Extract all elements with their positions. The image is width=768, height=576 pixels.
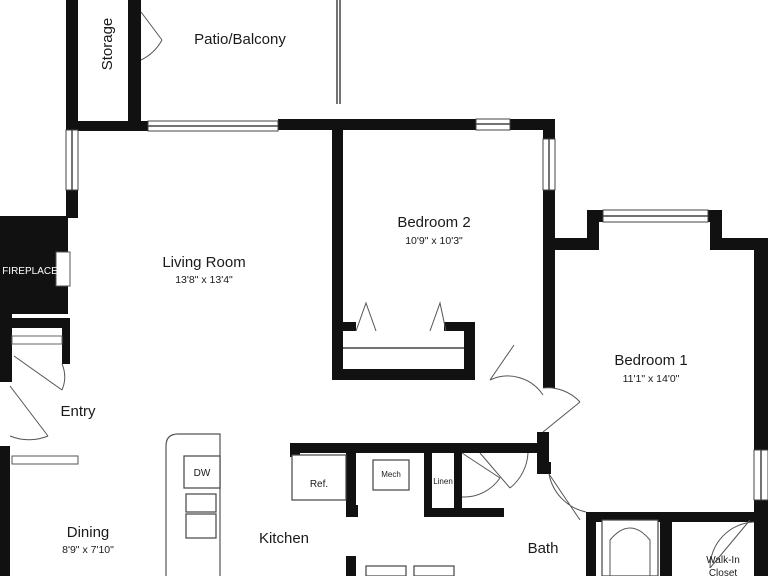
living-room-dims: 13'8" x 13'4" xyxy=(175,274,233,286)
wall-bath-right xyxy=(586,512,596,576)
walkin-label-line2: Closet xyxy=(709,568,738,576)
wall-left-entry-top xyxy=(0,314,12,382)
wall-bed1-left-upper xyxy=(543,238,555,388)
wall-kitchen-stub xyxy=(346,556,356,576)
wall-top-right xyxy=(510,119,554,130)
dining-label: Dining xyxy=(67,524,110,541)
wall-storage-right xyxy=(128,0,141,128)
dining-dims: 8'9" x 7'10" xyxy=(62,544,114,556)
wall-bed2-left xyxy=(332,119,343,379)
dishwasher-label: DW xyxy=(194,468,211,479)
entry-threshold xyxy=(11,455,79,465)
door-walkin xyxy=(709,519,755,569)
wall-linen-bottom xyxy=(424,508,504,517)
bathtub xyxy=(601,519,659,576)
entry-label: Entry xyxy=(60,403,96,420)
wall-left-mid xyxy=(66,190,78,218)
range-hint xyxy=(365,565,407,576)
wall-bed1-left-foot xyxy=(541,462,551,474)
wall-bed2-right-top xyxy=(543,119,555,139)
wall-bed2-bottom xyxy=(332,369,475,380)
wall-closet-top xyxy=(12,318,70,328)
linen-label: Linen xyxy=(433,477,453,486)
wall-closet-cap-r xyxy=(444,322,475,331)
wall-closet-cap-l xyxy=(332,322,356,331)
entry-closet-shelf xyxy=(11,335,63,345)
refrigerator xyxy=(291,454,347,501)
windows xyxy=(65,0,768,501)
wall-left-lower xyxy=(0,446,10,576)
bath-label: Bath xyxy=(528,540,559,557)
door-entry xyxy=(9,385,49,441)
wall-ref-foot xyxy=(346,505,358,517)
patio-label: Patio/Balcony xyxy=(194,31,286,48)
bedroom2-label: Bedroom 2 xyxy=(397,214,470,231)
mech-unit xyxy=(372,459,410,491)
wall-linen-right xyxy=(454,443,462,515)
bedroom2-dims: 10'9" x 10'3" xyxy=(405,235,463,247)
storage-label: Storage xyxy=(99,18,116,71)
kitchen-label: Kitchen xyxy=(259,530,309,547)
refrigerator-label: Ref. xyxy=(310,479,328,490)
sink-basin-2 xyxy=(185,513,217,539)
tub-basin xyxy=(609,527,651,576)
door-linen xyxy=(461,452,501,498)
wall-ref-right xyxy=(346,443,356,515)
door-bath xyxy=(548,473,587,521)
fireplace-hearth xyxy=(55,251,71,287)
fireplace-label: FIREPLACE xyxy=(2,266,58,277)
counter-hint xyxy=(413,565,455,576)
labels: Storage Patio/Balcony Living Room 13'8" … xyxy=(2,18,740,576)
door-bed2-closet xyxy=(355,301,447,332)
wall-closet-right xyxy=(62,318,70,364)
wall-bed1-top-cap-l xyxy=(587,210,603,222)
bedroom1-dims: 11'1" x 14'0" xyxy=(623,373,680,385)
walkin-label-line1: Walk-In xyxy=(706,555,740,566)
wall-closet-right xyxy=(464,322,475,380)
door-hall xyxy=(479,452,529,489)
wall-top-left xyxy=(66,121,148,131)
wall-utility-top xyxy=(290,443,546,453)
door-entry-closet xyxy=(13,355,66,391)
dishwasher xyxy=(183,455,221,489)
door-storage xyxy=(140,11,163,61)
doors xyxy=(9,11,755,569)
wall-left-upper xyxy=(66,0,78,130)
living-room-label: Living Room xyxy=(162,254,245,271)
wall-bed2-right-mid xyxy=(543,190,555,240)
wall-closet-divider xyxy=(660,512,672,576)
mech-label: Mech xyxy=(381,470,401,479)
wall-right-outer xyxy=(754,238,768,450)
wall-right-outer-low xyxy=(754,500,768,576)
wall-top-mid xyxy=(278,119,476,130)
wall-bed1-top-left xyxy=(543,238,599,250)
bedroom1-label: Bedroom 1 xyxy=(614,352,687,369)
door-bedroom1 xyxy=(542,387,581,433)
wall-mech-right xyxy=(424,443,432,515)
fixtures xyxy=(11,251,659,576)
wall-bed1-top-right xyxy=(710,238,768,250)
wall-utility-left-stub xyxy=(290,443,300,457)
door-bedroom2 xyxy=(489,344,544,396)
sink-basin-1 xyxy=(185,493,217,513)
